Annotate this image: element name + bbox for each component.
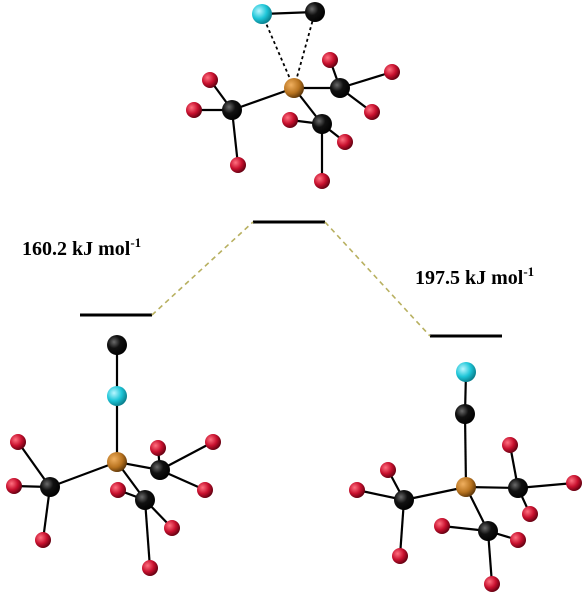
oxygen-atom	[364, 104, 380, 120]
oxygen-atom	[6, 478, 22, 494]
oxygen-atom	[314, 173, 330, 189]
left-barrier-label: 160.2 kJ mol-1	[22, 235, 141, 260]
bond	[143, 499, 152, 569]
metal-atom	[456, 477, 476, 497]
bond	[231, 86, 295, 112]
product-molecule	[349, 362, 582, 592]
reverse-pathway	[324, 221, 431, 337]
bond	[403, 485, 467, 502]
partial-bond	[261, 13, 295, 89]
oxygen-atom	[502, 437, 518, 453]
oxygen-atom	[510, 532, 526, 548]
carbon-atom	[455, 404, 475, 424]
oxygen-atom	[522, 506, 538, 522]
carbon-atom	[312, 114, 332, 134]
nitrogen-atom	[252, 4, 272, 24]
oxygen-atom	[197, 482, 213, 498]
carbon-atom	[394, 490, 414, 510]
bond	[49, 460, 118, 489]
oxygen-atom	[186, 102, 202, 118]
oxygen-atom	[230, 157, 246, 173]
carbon-atom	[150, 460, 170, 480]
oxygen-atom	[484, 576, 500, 592]
carbon-atom	[508, 478, 528, 498]
carbon-atom	[135, 490, 155, 510]
reactant-molecule	[6, 335, 221, 576]
carbon-atom	[478, 521, 498, 541]
oxygen-atom	[202, 72, 218, 88]
oxygen-atom	[205, 434, 221, 450]
oxygen-atom	[566, 475, 582, 491]
carbon-atom	[222, 100, 242, 120]
carbon-atom	[40, 477, 60, 497]
oxygen-atom	[10, 434, 26, 450]
oxygen-atom	[164, 520, 180, 536]
carbon-atom	[305, 2, 325, 22]
oxygen-atom	[110, 482, 126, 498]
right-barrier-label: 197.5 kJ mol-1	[415, 264, 534, 289]
oxygen-atom	[380, 462, 396, 478]
forward-pathway	[151, 221, 254, 316]
carbon-atom	[330, 78, 350, 98]
bond	[463, 413, 468, 488]
transition-state-molecule	[186, 2, 400, 189]
oxygen-atom	[349, 482, 365, 498]
oxygen-atom	[337, 134, 353, 150]
energy-profile	[80, 220, 502, 338]
partial-bond	[293, 11, 316, 89]
metal-atom	[284, 78, 304, 98]
metal-atom	[107, 452, 127, 472]
oxygen-atom	[322, 52, 338, 68]
oxygen-atom	[434, 518, 450, 534]
oxygen-atom	[384, 64, 400, 80]
nitrogen-atom	[456, 362, 476, 382]
carbon-atom	[107, 335, 127, 355]
oxygen-atom	[282, 112, 298, 128]
oxygen-atom	[35, 532, 51, 548]
oxygen-atom	[150, 440, 166, 456]
oxygen-atom	[142, 560, 158, 576]
nitrogen-atom	[107, 386, 127, 406]
oxygen-atom	[392, 548, 408, 564]
